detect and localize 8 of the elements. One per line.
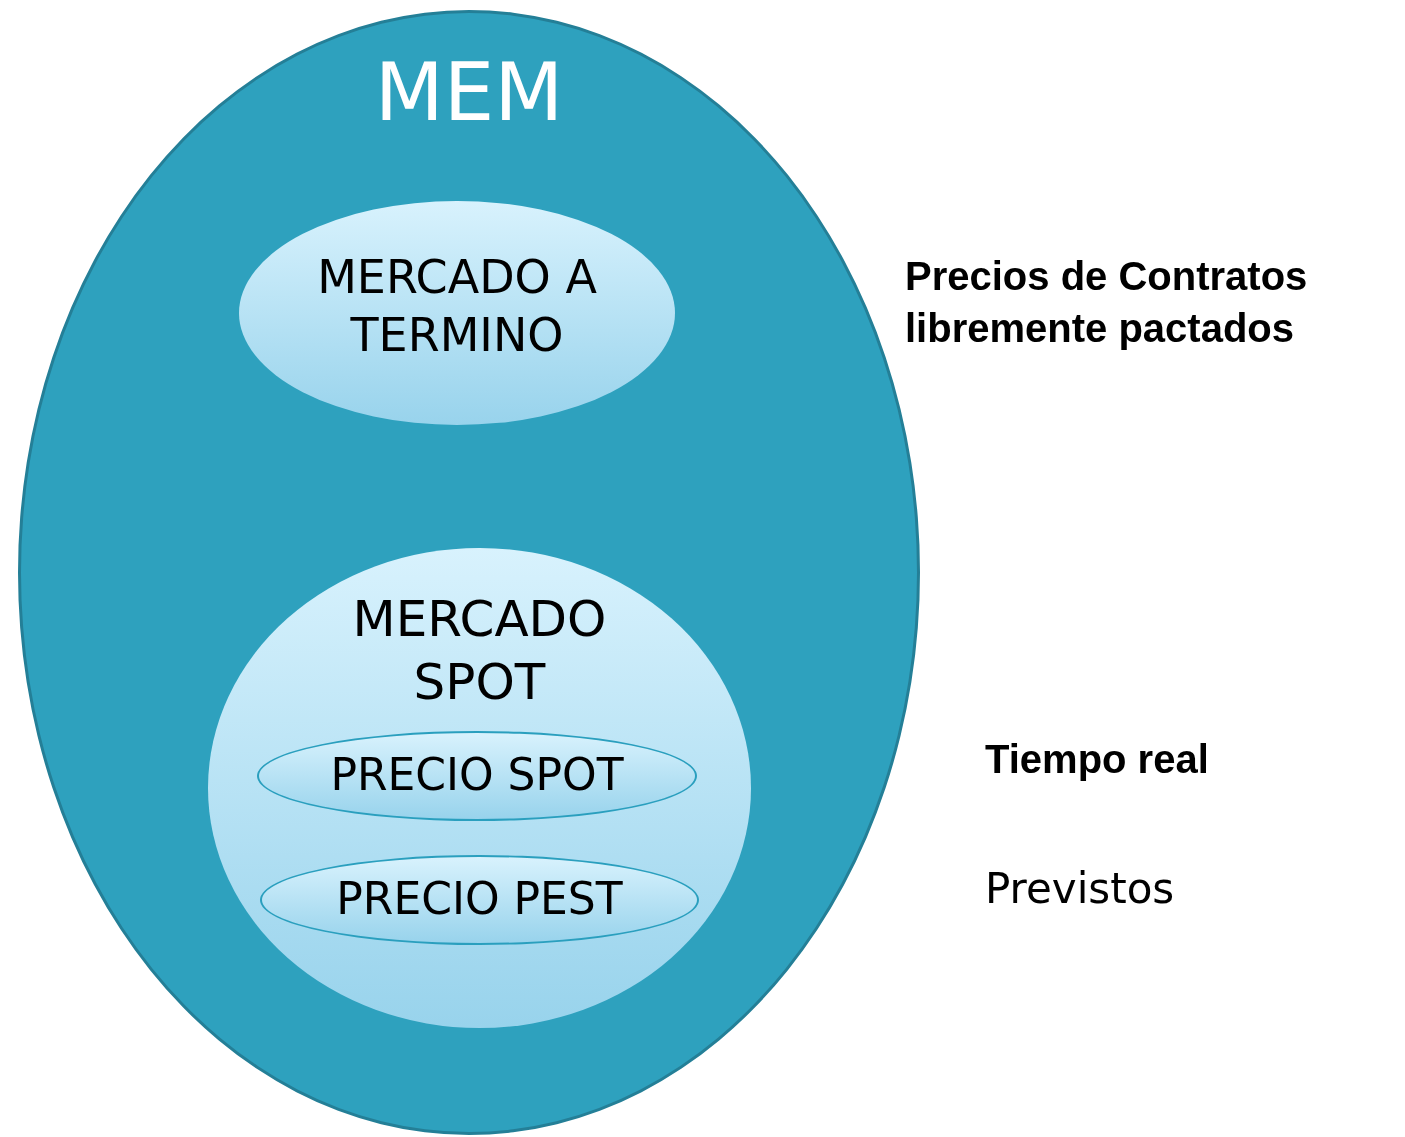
ellipse-label: MERCADO A TERMINO	[316, 249, 598, 364]
ellipse-label: MERCADO SPOT	[351, 589, 608, 713]
ellipse-label: PRECIO PEST	[335, 872, 624, 926]
side-note: Precios de Contratos libremente pactados	[905, 253, 1309, 352]
ellipse-label: PRECIO SPOT	[329, 748, 625, 802]
side-note: Tiempo real	[985, 736, 1210, 783]
ellipse-label: MEM	[373, 45, 565, 141]
side-note: Previstos	[985, 863, 1176, 915]
